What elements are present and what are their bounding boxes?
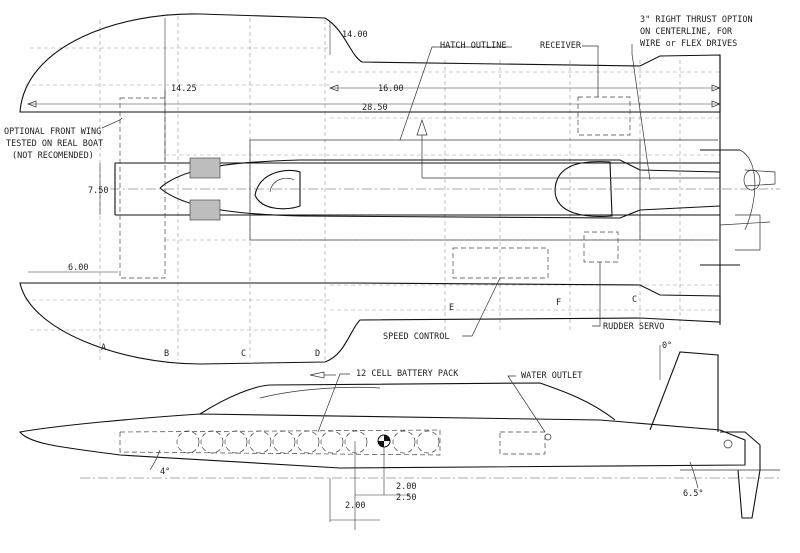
vertical-fin [649, 351, 719, 432]
battery-pack [119, 429, 441, 456]
callout-front-wing-line1: OPTIONAL FRONT WING [4, 127, 101, 137]
receiver-box [577, 96, 631, 136]
callout-rudder-servo: RUDDER SERVO [603, 322, 664, 332]
station-label: C [632, 295, 637, 305]
dim-sponson-offset: 6.00 [68, 263, 88, 273]
nose-fairing [159, 159, 721, 219]
side-view: 12 CELL BATTERY PACK WATER OUTLET 0° 4° … [19, 341, 780, 530]
callout-water-outlet: WATER OUTLET [521, 371, 582, 381]
callout-thrust-line3: WIRE or FLEX DRIVES [640, 39, 737, 49]
station-label: A [101, 343, 106, 353]
front-wing-outline [119, 97, 166, 279]
callout-front-wing-line3: (NOT RECOMENDED) [12, 151, 94, 161]
callout-thrust-line1: 3" RIGHT THRUST OPTION [640, 15, 753, 25]
dim-stern-angle: 6.5° [683, 489, 703, 499]
dim-deck-length: 16.00 [378, 84, 404, 94]
station-label: F [556, 298, 561, 308]
dim-center-width: 7.50 [88, 186, 108, 196]
top-view-grid [25, 16, 720, 360]
transom-right [700, 55, 740, 325]
dim-cg-depth: 2.00 [345, 501, 365, 511]
rear-cowl [554, 161, 613, 217]
dim-overall-length: 28.50 [362, 103, 388, 113]
intake-upper [189, 157, 221, 179]
dim-width-overall: 14.25 [171, 84, 197, 94]
lower-sponson-outline [19, 282, 721, 365]
dim-cg-offset2: 2.50 [396, 493, 416, 503]
station-label: D [315, 349, 320, 359]
station-label: B [164, 349, 169, 359]
dim-bow-angle: 4° [160, 467, 170, 477]
hatch-outline-rect [249, 139, 641, 241]
intake-lower [189, 199, 221, 221]
rudder-servo-box [583, 231, 619, 263]
top-view: 14.00 14.25 16.00 28.50 7.50 6.00 HATCH … [4, 13, 780, 365]
station-label: E [449, 303, 454, 313]
side-deck [199, 382, 616, 421]
callout-thrust-line2: ON CENTERLINE, FOR [640, 27, 733, 37]
top-dimensions [27, 18, 721, 273]
side-dimensions [149, 345, 699, 530]
upper-sponson-outline [19, 13, 721, 113]
cg-symbol [377, 434, 391, 448]
stern-drive [720, 431, 761, 519]
callout-speed-control: SPEED CONTROL [383, 332, 450, 342]
callout-battery-pack: 12 CELL BATTERY PACK [356, 369, 459, 379]
top-leaders [101, 44, 651, 337]
dim-cg-offset1: 2.00 [396, 482, 416, 492]
water-outlet-port [544, 433, 552, 441]
station-label: C [241, 349, 246, 359]
speed-control-box [452, 247, 549, 279]
callout-front-wing-line2: TESTED ON REAL BOAT [6, 139, 103, 149]
side-hull-outline [19, 413, 746, 469]
callout-hatch-outline: HATCH OUTLINE [440, 41, 507, 51]
callout-receiver: RECEIVER [540, 41, 582, 51]
dim-fin-angle: 0° [662, 341, 672, 351]
canopy [254, 169, 301, 210]
dim-hull-length-top: 14.00 [342, 30, 368, 40]
